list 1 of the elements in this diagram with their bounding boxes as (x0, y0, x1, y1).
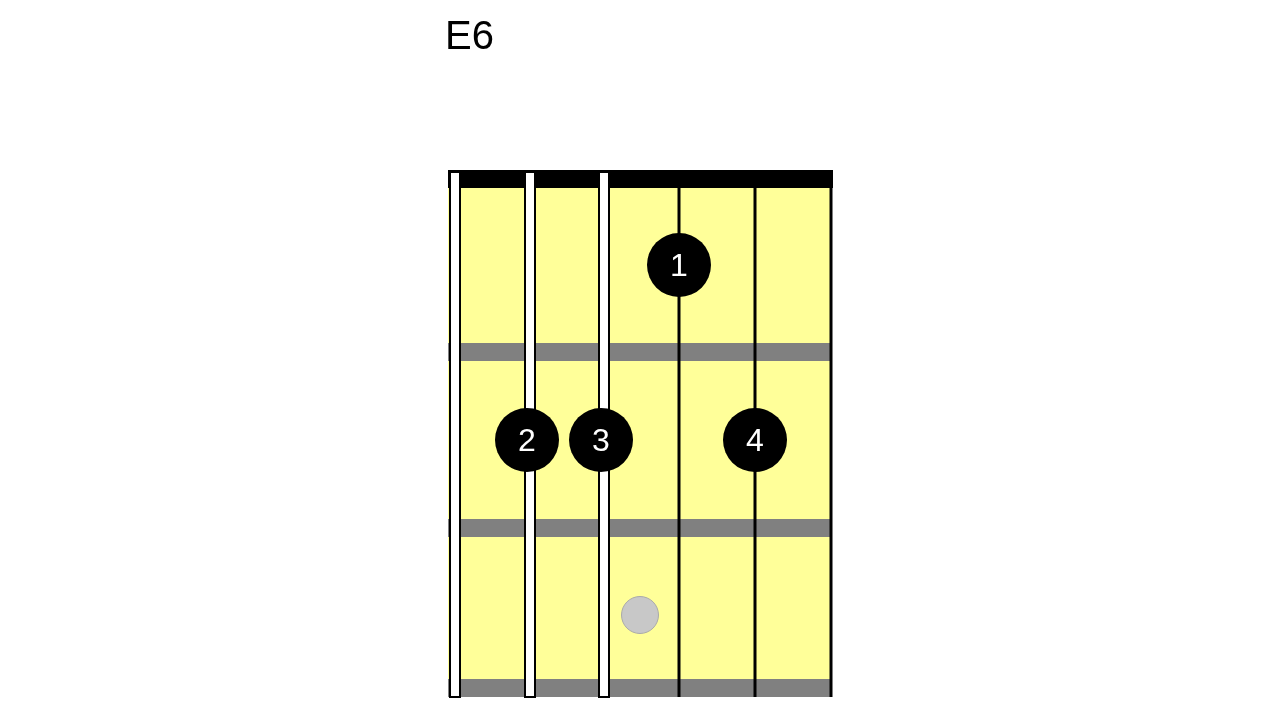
chord-name: E6 (445, 12, 494, 58)
